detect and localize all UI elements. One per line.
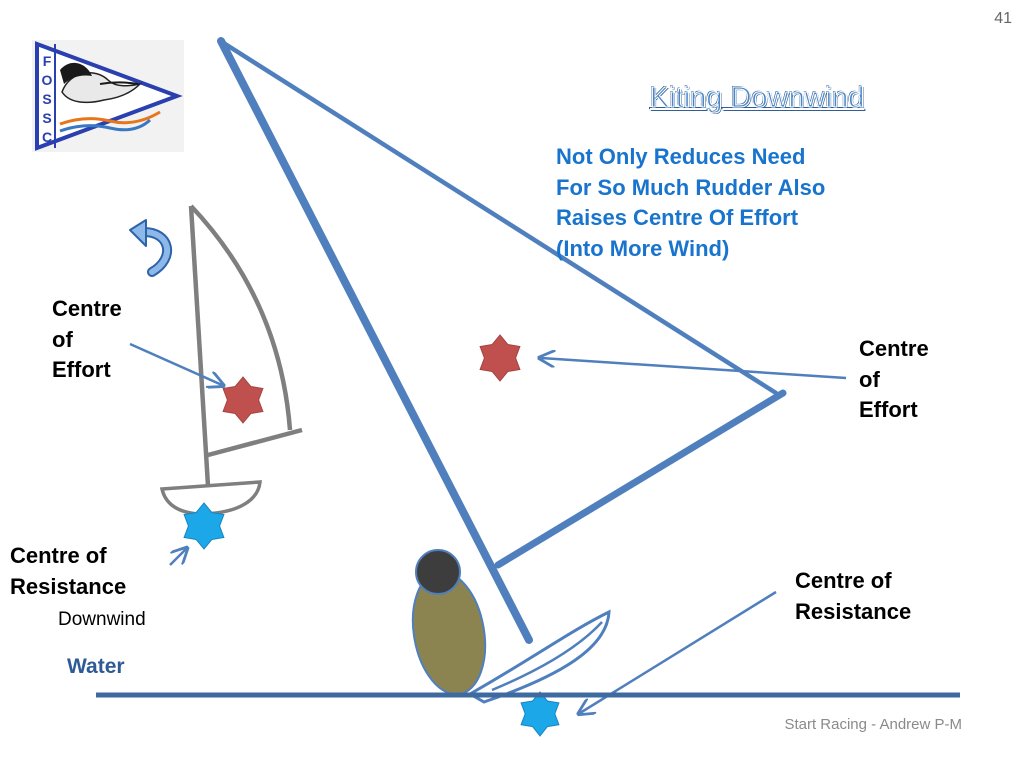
note-line: Raises Centre Of Effort bbox=[556, 205, 799, 230]
small-boat-boom bbox=[207, 427, 303, 458]
logo-wave-orange bbox=[59, 110, 161, 126]
note-line: Not Only Reduces Need bbox=[556, 144, 806, 169]
right-centre-of-resistance-label: Centre of Resistance bbox=[795, 566, 911, 627]
large-resistance-star bbox=[520, 691, 560, 737]
logo-letter: S bbox=[42, 110, 52, 126]
label-line: Centre of bbox=[795, 568, 892, 593]
logo-wave-blue bbox=[59, 118, 152, 133]
label-line: Resistance bbox=[10, 573, 127, 599]
page-number: 41 bbox=[994, 10, 1012, 27]
water-label: Water bbox=[67, 655, 125, 678]
goose-icon bbox=[60, 62, 143, 104]
main-mast bbox=[217, 37, 533, 644]
logo-letter: C bbox=[41, 129, 53, 145]
label-line: of bbox=[52, 326, 73, 352]
main-sail-leech bbox=[219, 39, 779, 396]
logo-letter: S bbox=[42, 91, 52, 107]
logo-letters: F O S S C bbox=[37, 52, 57, 147]
label-line: Effort bbox=[859, 397, 918, 422]
sailor-head bbox=[415, 549, 461, 595]
small-boat bbox=[159, 204, 303, 516]
large-effort-star bbox=[479, 334, 521, 382]
fossc-logo bbox=[32, 40, 184, 152]
main-hull bbox=[466, 609, 611, 704]
logo-letter: O bbox=[41, 72, 53, 88]
small-effort-star bbox=[222, 376, 264, 424]
main-boom bbox=[494, 389, 787, 569]
label-line: of bbox=[859, 366, 880, 392]
slide-title: Kiting Downwind bbox=[649, 82, 865, 115]
rotate-left-icon bbox=[129, 219, 173, 277]
note-line: (Into More Wind) bbox=[556, 235, 730, 261]
left-resistance-arrow bbox=[169, 549, 186, 566]
small-boat-hull bbox=[159, 480, 262, 516]
downwind-label: Downwind bbox=[58, 609, 146, 630]
logo-letter: F bbox=[42, 53, 52, 69]
label-line: Resistance bbox=[795, 598, 912, 624]
note-line: For So Much Rudder Also bbox=[556, 174, 826, 200]
small-resistance-star bbox=[183, 502, 225, 550]
label-line: Centre bbox=[859, 336, 929, 361]
label-line: Effort bbox=[52, 357, 111, 382]
right-centre-of-effort-label: Centre of Effort bbox=[859, 334, 929, 426]
left-effort-arrow bbox=[129, 342, 222, 385]
explanation-note: Not Only Reduces Need For So Much Rudder… bbox=[556, 142, 825, 264]
small-boat-mast bbox=[188, 205, 211, 487]
right-effort-arrow bbox=[541, 358, 847, 380]
left-centre-of-resistance-label: Centre of Resistance bbox=[10, 541, 126, 602]
label-line: Centre bbox=[52, 296, 122, 321]
left-centre-of-effort-label: Centre of Effort bbox=[52, 294, 122, 386]
small-boat-sail bbox=[189, 204, 293, 431]
label-line: Centre of bbox=[10, 543, 107, 568]
footer-credit: Start Racing - Andrew P-M bbox=[784, 716, 962, 733]
